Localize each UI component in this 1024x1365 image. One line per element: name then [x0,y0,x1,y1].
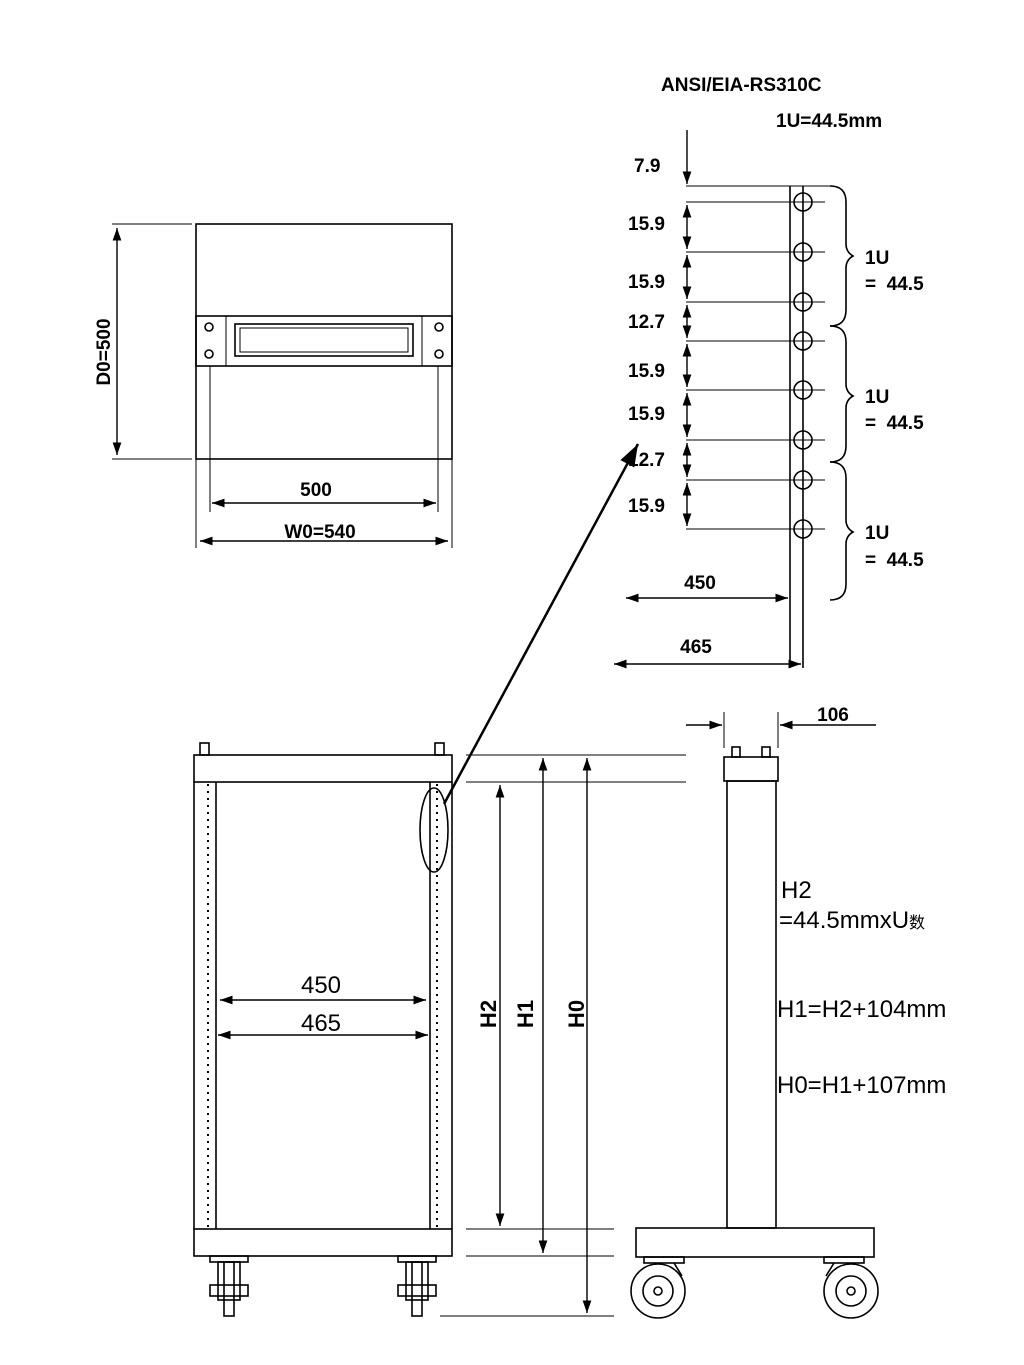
rail-inner-label: 450 [684,573,716,594]
rail-hole [793,470,813,490]
detail-callout-ellipse [419,787,449,873]
top-view-screw-hole [204,322,214,332]
side-view: 106 H2 =44.5mmxU数 H1=H2+104mm H0=H1+107m… [630,705,946,1319]
rail-hole [793,519,813,539]
rail-hole [793,292,813,312]
spacing-label: 15.9 [628,361,665,382]
side-post [726,780,777,1229]
unit-label: 1U [865,387,889,408]
unit-brace [829,461,855,601]
spacing-label: 15.9 [628,272,665,293]
front-view: 450 465 H2 H1 H0 [193,742,686,1317]
top-view-display-window [234,323,414,357]
unit-label: 1U [865,523,889,544]
top-view-front-panel [195,315,453,367]
unit-label: 1U [865,248,889,269]
rail-hole [793,192,813,212]
h2-formula: =44.5mmxU数 [779,907,925,934]
top-view-screw-hole [204,349,214,359]
hole-pitch-detail: ANSI/EIA-RS310C 1U=44.5mm 7.9 15.9 15.9 [614,75,924,669]
front-inner-width-label: 450 [301,972,341,999]
top-view: D0=500 500 W0=540 [94,223,453,548]
front-top-frame [193,754,453,783]
front-outer-width-label: 465 [301,1010,341,1037]
h1-formula: H1=H2+104mm [777,996,946,1023]
side-top-frame [723,756,779,782]
side-caster [630,1256,686,1319]
rail-hole [793,380,813,400]
unit-brace [829,325,855,463]
rail-hole [793,430,813,450]
top-view-screw-hole [434,322,444,332]
top-view-screw-hole [434,349,444,359]
depth-label: D0=500 [94,318,115,385]
side-base [635,1227,875,1258]
outer-width-label: W0=540 [284,522,355,543]
front-caster [209,1255,249,1317]
detail-pointer-arrow [442,443,640,805]
front-caster [397,1255,437,1317]
unit-brace [829,185,855,327]
inner-width-label: 500 [300,480,332,501]
side-caster [823,1256,879,1319]
spacing-label: 15.9 [628,214,665,235]
spacing-label: 15.9 [628,404,665,425]
spacing-label: 15.9 [628,496,665,517]
unit-value: = 44.5 [865,274,924,295]
unit-value: = 44.5 [865,413,924,434]
h0-label: H0 [564,1000,589,1028]
front-bottom-frame [193,1228,453,1257]
standard-label: ANSI/EIA-RS310C [661,75,822,96]
rail-depth-label: 106 [817,705,849,726]
h1-label: H1 [513,1000,538,1028]
h0-formula: H0=H1+107mm [777,1072,946,1099]
rail-hole [793,242,813,262]
unit-definition: 1U=44.5mm [776,111,882,132]
top-offset-label: 7.9 [634,156,660,177]
rail-hole [793,331,813,351]
spacing-label: 12.7 [628,312,665,333]
h2-title: H2 [781,877,812,904]
rail-outer-label: 465 [680,637,712,658]
h2-label: H2 [476,1000,501,1028]
unit-value: = 44.5 [865,550,924,571]
